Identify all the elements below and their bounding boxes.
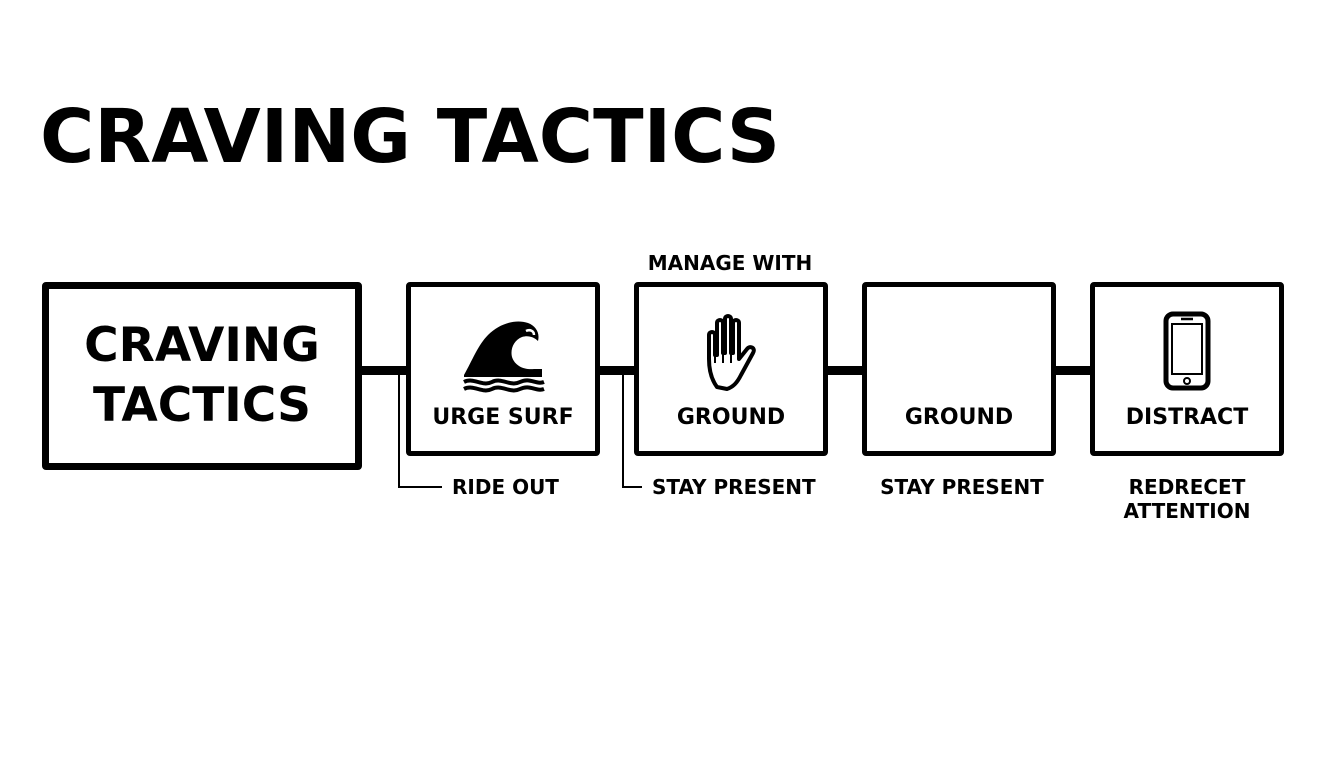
caption-stay-present-2: STAY PRESENT [880,475,1044,499]
leader-ride-out-horizontal [398,486,442,488]
page-title: CRAVING TACTICS [40,94,781,180]
leader-stay-present-horizontal [622,486,642,488]
caption-stay-present: STAY PRESENT [652,475,816,499]
step-label-distract: DISTRACT [1125,405,1249,430]
leader-ride-out-vertical [398,372,400,488]
step-box-ground-2: GROUND [862,282,1056,456]
step-box-ground: GROUND [634,282,828,456]
main-box-line-2: TACTICS [92,378,312,433]
phone-icon [1163,311,1211,391]
caption-ride-out: RIDE OUT [452,475,559,499]
step-box-urge-surf: URGE SURF [406,282,600,456]
wave-icon [463,321,545,393]
step-label-ground: GROUND [676,405,786,430]
main-box: CRAVING TACTICS [42,282,362,470]
step-label-urge-surf: URGE SURF [432,405,574,430]
step-label-ground-2: GROUND [904,405,1014,430]
connector-ground-to-distract [1052,366,1094,375]
leader-stay-present-vertical [622,372,624,488]
main-box-line-1: CRAVING [84,318,320,373]
manage-with-label: MANAGE WITH [647,251,813,275]
caption-attention: ATTENTION [1123,499,1251,523]
connector-ground-to-ground [824,366,866,375]
hand-icon [707,314,756,391]
connector-main-to-urge [358,366,412,375]
caption-redrecet: REDRECET [1128,475,1246,499]
step-box-distract: DISTRACT [1090,282,1284,456]
connector-urge-to-ground [596,366,638,375]
